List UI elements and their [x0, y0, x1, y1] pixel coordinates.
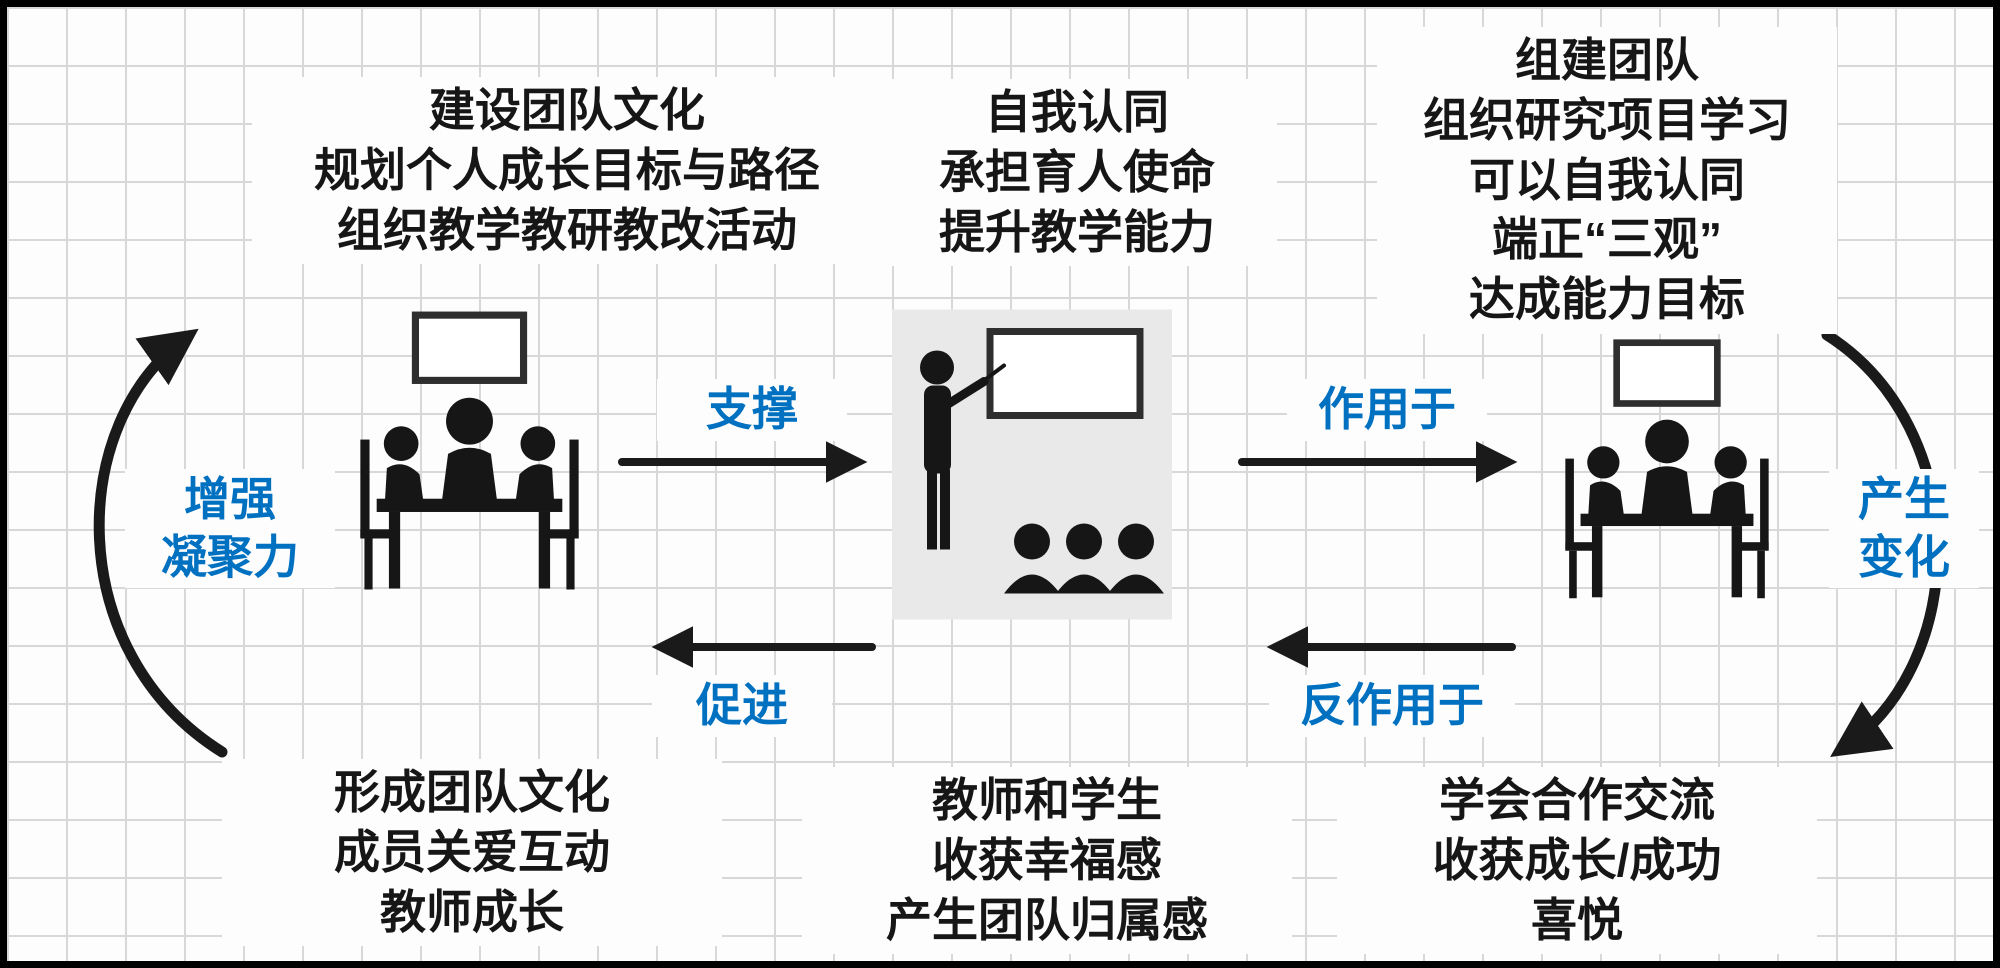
text-line: 端正“三观” [1492, 213, 1722, 266]
text-line: 形成团队文化 [334, 766, 610, 818]
center-bottom-textbox: 教师和学生 收获幸福感 产生团队归属感 [802, 767, 1292, 955]
left-top-textbox: 建设团队文化 规划个人成长目标与路径 组织教学教研教改活动 [252, 77, 882, 265]
right-bottom-textbox: 学会合作交流 收获成长/成功 喜悦 [1337, 767, 1817, 955]
text-line: 提升教学能力 [939, 205, 1215, 258]
text-line: 变化 [1858, 530, 1950, 583]
text-line: 收获成长/成功 [1432, 833, 1722, 886]
text-line: 组织研究项目学习 [1423, 93, 1791, 146]
text-line: 教师和学生 [932, 774, 1162, 826]
support-arrow-label: 支撑 [657, 379, 847, 441]
promote-arrow-label: 促进 [652, 675, 832, 737]
text-line: 产生 [1858, 473, 1950, 525]
cohesion-arrow-label: 增强 凝聚力 [125, 469, 335, 588]
center-top-textbox: 自我认同 承担育人使命 提升教学能力 [877, 79, 1277, 267]
cohesion-curved-arrow [93, 328, 228, 758]
text-line: 产生团队归属感 [886, 893, 1208, 946]
text-line: 喜悦 [1531, 893, 1623, 946]
text-line: 建设团队文化 [429, 84, 705, 136]
left-bottom-textbox: 形成团队文化 成员关爱互动 教师成长 [222, 759, 722, 947]
text-line: 凝聚力 [161, 530, 299, 583]
text-line: 增强 [184, 473, 276, 525]
team-meeting-icon [1542, 337, 1792, 622]
right-top-textbox: 组建团队 组织研究项目学习 可以自我认同 端正“三观” 达成能力目标 [1377, 27, 1837, 334]
text-line: 可以自我认同 [1469, 153, 1745, 206]
act-on-arrow-label: 作用于 [1287, 379, 1487, 441]
text-line: 学会合作交流 [1439, 774, 1715, 826]
text-line: 成员关爱互动 [334, 825, 610, 878]
text-line: 教师成长 [380, 885, 564, 938]
text-line: 规划个人成长目标与路径 [314, 143, 820, 196]
change-arrow-label: 产生 变化 [1829, 469, 1979, 588]
text-line: 收获幸福感 [932, 833, 1162, 886]
text-line: 达成能力目标 [1469, 273, 1745, 326]
text-line: 自我认同 [985, 86, 1169, 138]
text-line: 组织教学教研教改活动 [337, 203, 797, 256]
text-line: 承担育人使命 [939, 145, 1215, 198]
react-on-arrow-label: 反作用于 [1269, 675, 1515, 737]
team-meeting-icon [342, 307, 597, 617]
classroom-teaching-icon [892, 307, 1172, 622]
text-line: 组建团队 [1515, 34, 1699, 86]
